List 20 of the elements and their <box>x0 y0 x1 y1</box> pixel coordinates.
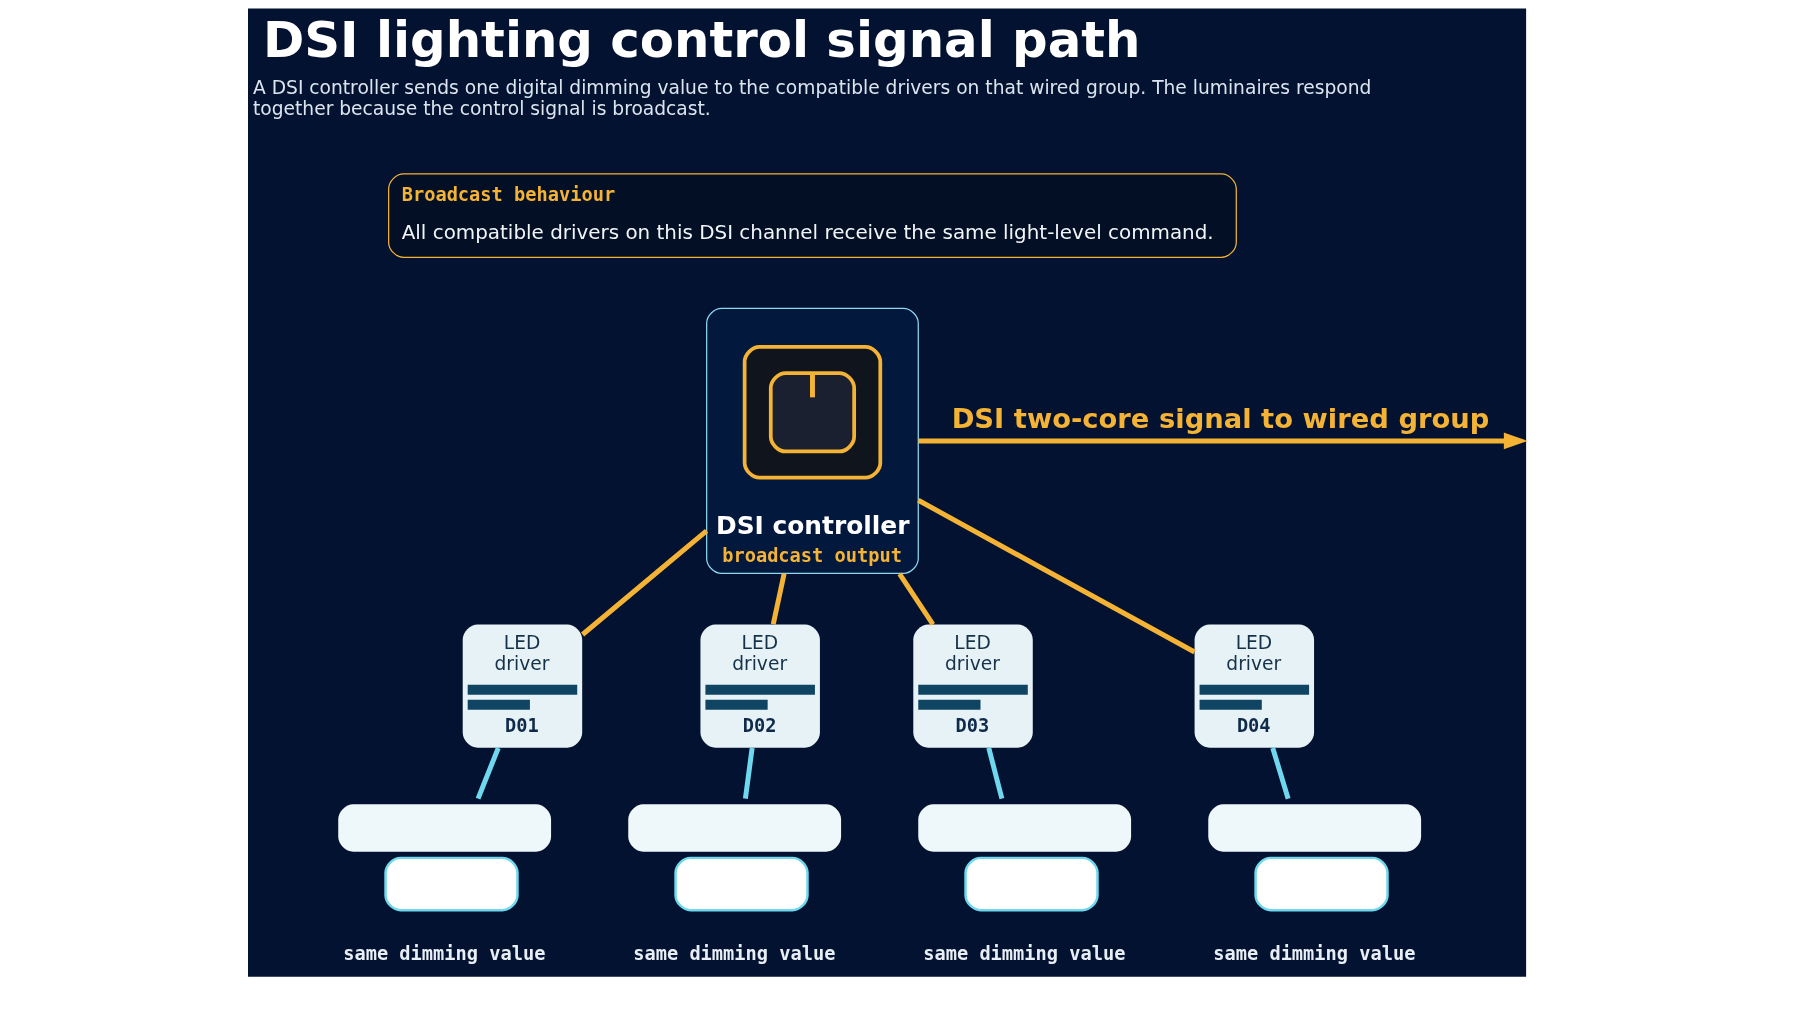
connector <box>985 747 1004 800</box>
node-box: LED driver D01 <box>462 624 582 748</box>
connector <box>742 747 755 799</box>
label: A DSI controller sends one digital dimming value to the compatible drivers on that wired group. The luminaires respond together because the control signal is broadcast. <box>252 77 1371 120</box>
connector <box>916 498 1196 655</box>
diagram-title: DSI lighting control signal path <box>262 10 1140 69</box>
node-label: same dimming value <box>632 942 835 964</box>
node-box: LED driver D04 <box>1194 624 1314 748</box>
connector <box>770 573 787 625</box>
connector <box>1269 747 1291 800</box>
edge-label: DSI two-core signal to wired group <box>951 402 1489 434</box>
connector <box>475 747 501 800</box>
node-label: same dimming value <box>1212 942 1415 964</box>
node-box: LED driver D03 <box>912 624 1033 748</box>
node-label: same dimming value <box>342 942 545 964</box>
node-label: same dimming value <box>922 942 1125 964</box>
connector <box>580 528 708 637</box>
arrow <box>918 432 1528 450</box>
node-box: LED driver D02 <box>699 624 820 748</box>
connector <box>896 572 935 626</box>
